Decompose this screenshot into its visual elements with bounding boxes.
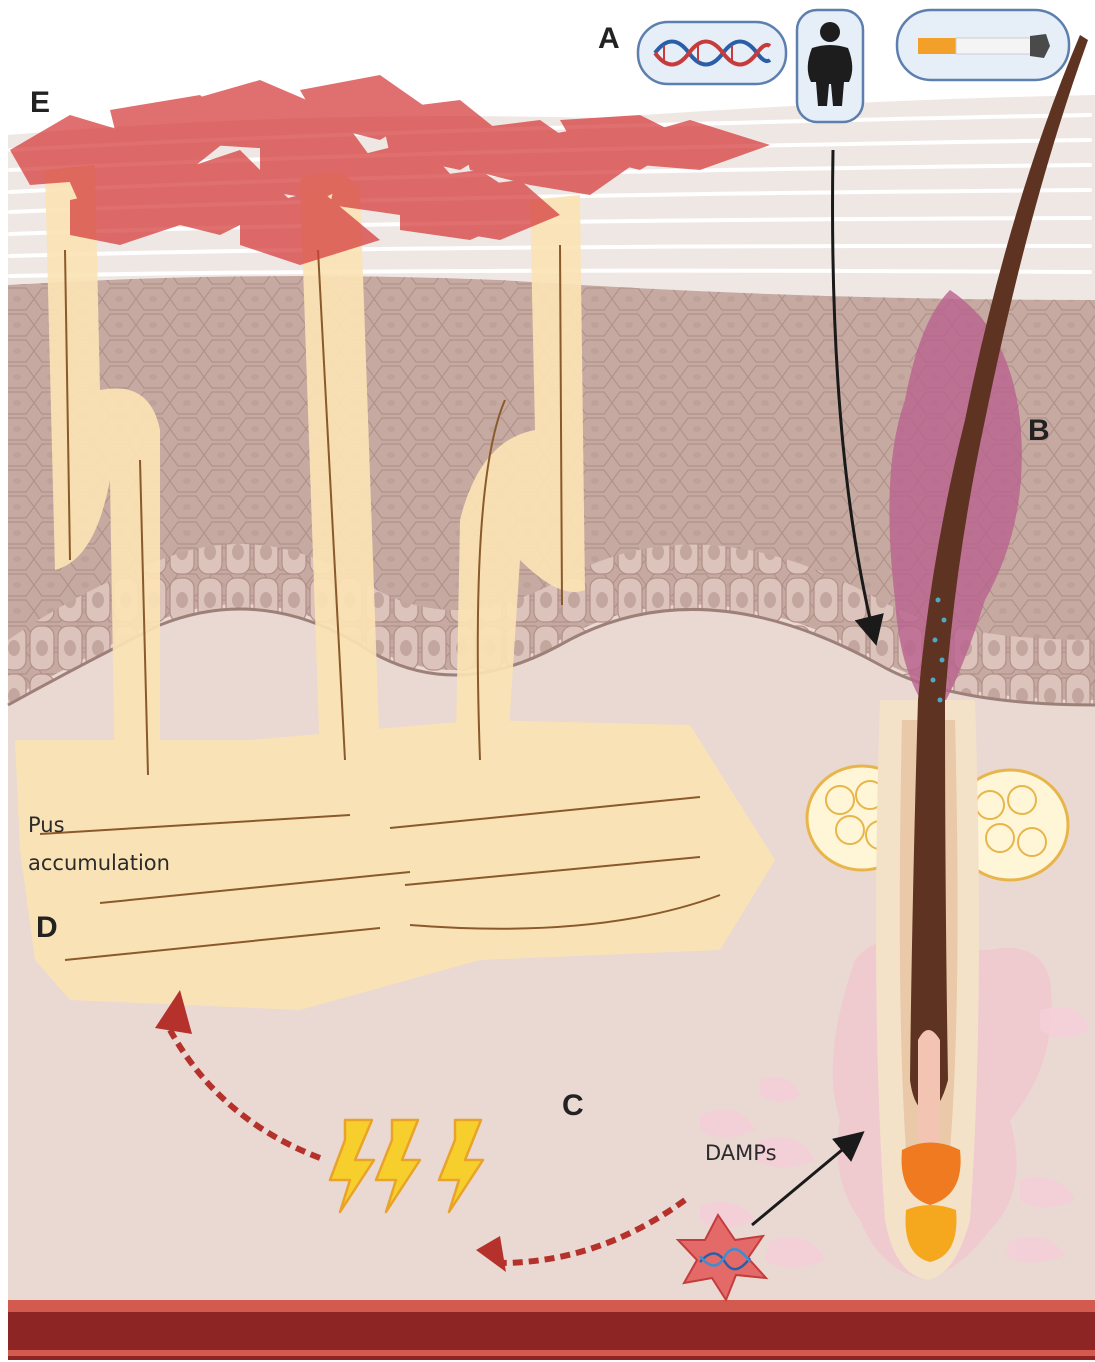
cigarette-icon <box>897 10 1069 80</box>
obese-person-icon <box>797 10 863 122</box>
panel-label-d: D <box>36 911 58 944</box>
panel-label-a: A <box>598 22 620 55</box>
panel-label-e: E <box>30 86 50 119</box>
damps-label: DAMPs <box>705 1141 777 1165</box>
pus-label-line1: Pus <box>28 813 65 837</box>
dna-double-helix-icon <box>638 22 786 84</box>
panel-label-b: B <box>1028 414 1050 447</box>
pus-label-line2: accumulation <box>28 851 170 875</box>
panel-label-c: C <box>562 1089 584 1122</box>
hair-matrix <box>918 1030 940 1145</box>
